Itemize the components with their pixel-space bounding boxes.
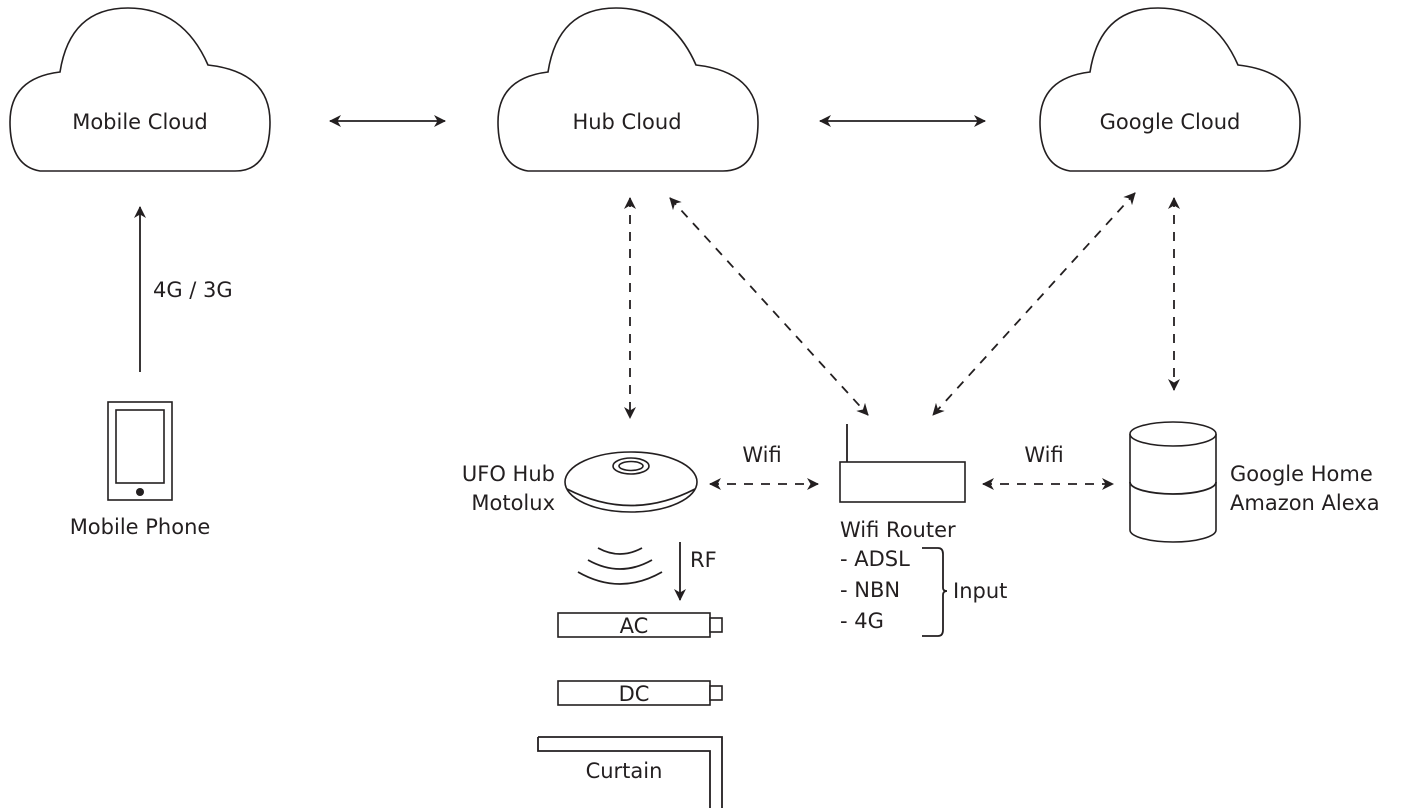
- router-input-item: - 4G: [840, 609, 884, 633]
- rf-waves-icon: [577, 547, 663, 585]
- ufo-hub: UFO Hub Motolux: [462, 451, 698, 515]
- wifi-router-label: Wifi Router: [840, 518, 956, 542]
- router-input-item: - NBN: [840, 578, 900, 602]
- mobile-phone-label: Mobile Phone: [70, 515, 211, 539]
- hub-cloud-router-link: [669, 197, 869, 416]
- mobile-cloud-label: Mobile Cloud: [72, 110, 208, 134]
- hub-cloud: Hub Cloud: [497, 7, 759, 172]
- google-home-label-line2: Amazon Alexa: [1230, 491, 1380, 515]
- curtain-device: Curtain: [537, 736, 723, 808]
- google-home-device: Google Home Amazon Alexa: [1129, 421, 1380, 543]
- ufo-hub-icon: [564, 451, 698, 513]
- mobile-phone: Mobile Phone: [70, 401, 211, 539]
- input-bracket: [922, 547, 948, 637]
- dc-device: DC: [557, 680, 723, 706]
- mobile-cloud: Mobile Cloud: [9, 7, 271, 172]
- ufo-hub-router-connection-label: Wifi: [742, 443, 781, 467]
- google-home-label-line1: Google Home: [1230, 462, 1373, 486]
- cloud-icon: [9, 7, 271, 172]
- ufo-hub-label-line2: Motolux: [471, 491, 555, 515]
- google-cloud: Google Cloud: [1039, 7, 1301, 172]
- router-icon: [839, 424, 966, 503]
- battery-icon: [557, 612, 723, 638]
- phone-cloud-connection-label: 4G / 3G: [153, 278, 233, 302]
- router-input-item: - ADSL: [840, 547, 910, 571]
- router-google-home-connection-label: Wifi: [1024, 443, 1063, 467]
- cloud-icon: [497, 7, 759, 172]
- google-cloud-label: Google Cloud: [1100, 110, 1241, 134]
- rf-connection-label: RF: [690, 548, 717, 572]
- ac-device: AC: [557, 612, 723, 638]
- battery-icon: [557, 680, 723, 706]
- router-input-group-label: Input: [953, 579, 1007, 603]
- curtain-icon: [537, 736, 723, 808]
- wifi-router: Wifi Router - ADSL - NBN - 4G Input: [839, 424, 1007, 637]
- ufo-hub-label-line1: UFO Hub: [462, 462, 555, 486]
- dc-device-label: DC: [619, 682, 650, 706]
- cloud-icon: [1039, 7, 1301, 172]
- mobile-phone-icon: [107, 401, 173, 501]
- smart-speaker-icon: [1129, 421, 1217, 543]
- google-cloud-router-link: [932, 192, 1136, 416]
- hub-cloud-label: Hub Cloud: [572, 110, 681, 134]
- curtain-device-label: Curtain: [586, 759, 663, 783]
- ac-device-label: AC: [620, 614, 649, 638]
